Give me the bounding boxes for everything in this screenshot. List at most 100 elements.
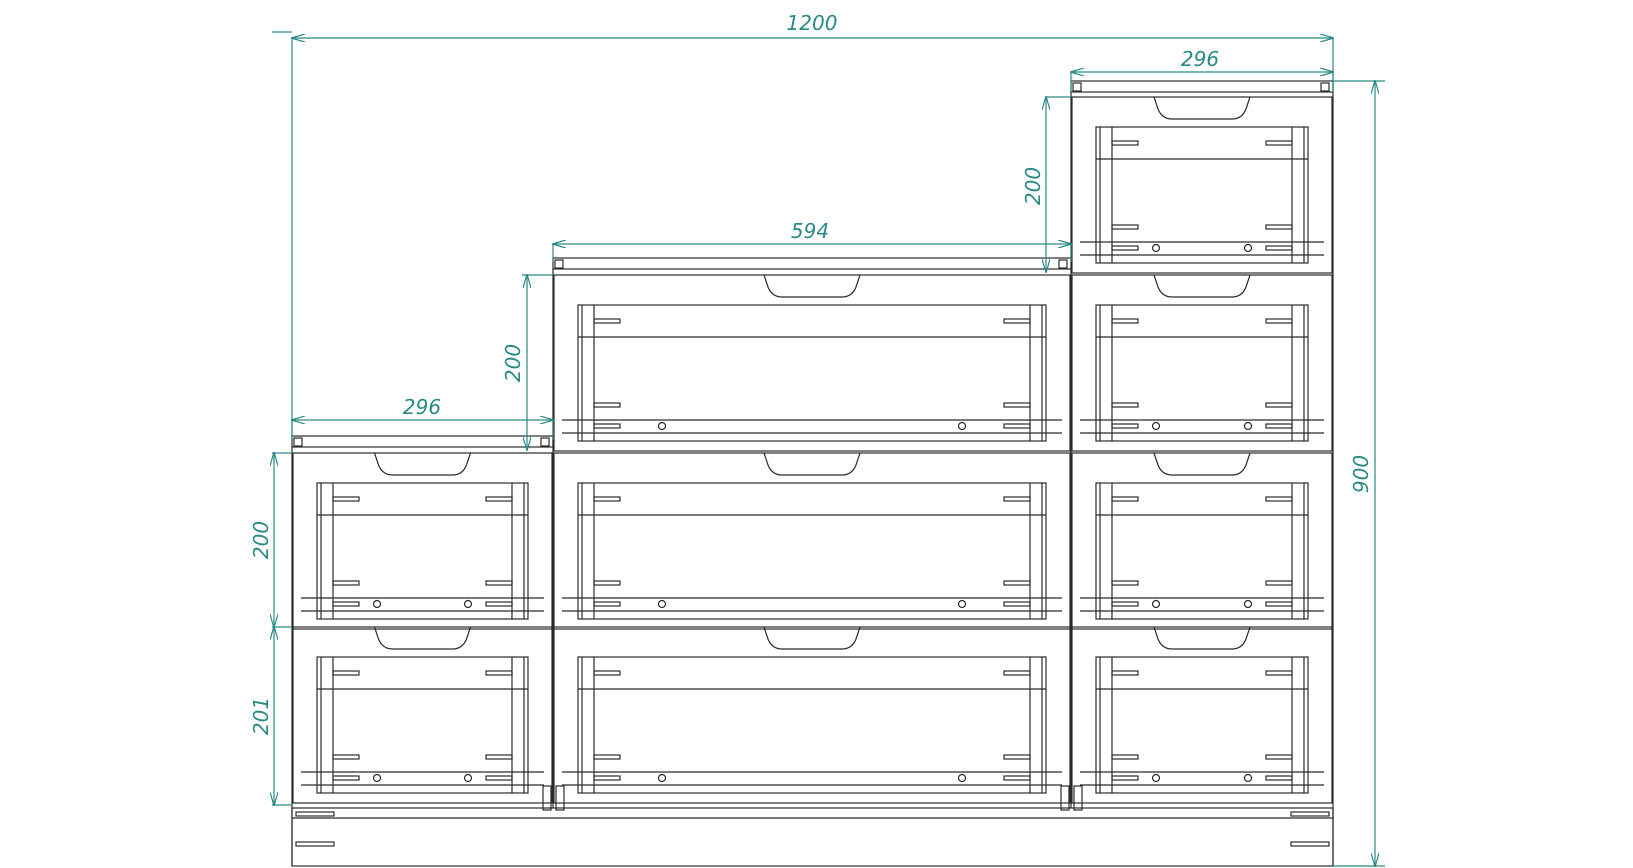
drawer-inner-box: [1095, 482, 1309, 620]
drawer-front: [1071, 626, 1333, 804]
label-right-step-height: 200: [1021, 167, 1045, 205]
drawer-runner-stub: [1111, 224, 1139, 230]
drawer-front: [553, 452, 1071, 630]
drawer-runner-stub: [1111, 601, 1139, 607]
cap-corner-block: [1320, 82, 1330, 92]
cap-corner-block: [540, 437, 550, 447]
drawer-runner-stub: [485, 670, 513, 676]
dimension-left-drawer-lower: 201: [249, 627, 292, 805]
leg-bracket: [1073, 785, 1083, 811]
drawer-runner-stub: [593, 318, 621, 324]
drawer-runner-stub: [332, 670, 360, 676]
drawer-runner-stub: [332, 496, 360, 502]
drawer-runner-stub: [485, 775, 513, 781]
drawer-handle-cutout: [1153, 96, 1251, 120]
dimension-left-step-height: 200: [501, 275, 553, 450]
dimension-overall-width: 1200: [272, 11, 1333, 440]
plinth-stub: [1290, 841, 1330, 847]
drawer-runner-stub: [332, 580, 360, 586]
drawer-runner-stub: [1111, 670, 1139, 676]
drawer-runner-stub: [1003, 402, 1031, 408]
cap-corner-block: [1058, 259, 1068, 269]
drawer-runner-stub: [1265, 224, 1293, 230]
drawer-front: [1071, 274, 1333, 452]
drawer-handle-cutout: [373, 626, 472, 650]
plinth-stub: [1290, 811, 1330, 817]
drawer-runner-stub: [593, 775, 621, 781]
drawer-runner-stub: [332, 754, 360, 760]
drawer-screw: [1243, 421, 1253, 431]
drawer-front: [553, 274, 1071, 452]
plinth-stub: [295, 841, 335, 847]
drawer-runner-stub: [1111, 140, 1139, 146]
drawer-screw: [372, 773, 382, 783]
drawer-runner-stub: [1003, 318, 1031, 324]
drawer-runner-stub: [593, 601, 621, 607]
dimension-right-step-height: 200: [1021, 97, 1071, 272]
cap-corner-block: [554, 259, 564, 269]
drawer-handle-cutout: [1153, 452, 1251, 476]
drawer-runner-stub: [1003, 601, 1031, 607]
drawer-runner-stub: [1003, 775, 1031, 781]
label-left-drawer-upper: 200: [249, 521, 273, 559]
drawer-runner-stub: [1111, 318, 1139, 324]
drawer-runner-stub: [1003, 580, 1031, 586]
label-overall-height: 900: [1349, 455, 1373, 493]
plinth-stub: [295, 811, 335, 817]
drawer-runner-stub: [1265, 402, 1293, 408]
drawer-front: [553, 626, 1071, 804]
drawer-runner-stub: [332, 601, 360, 607]
drawer-runner-stub: [485, 580, 513, 586]
drawer-runner-stub: [332, 775, 360, 781]
drawer-runner-stub: [485, 496, 513, 502]
drawer-inner-box: [577, 482, 1047, 620]
right-top-cap: [1070, 80, 1334, 93]
drawer-handle-cutout: [1153, 274, 1251, 298]
drawer-screw: [1151, 243, 1161, 253]
leg-bracket: [542, 785, 552, 811]
drawer-screw: [1243, 243, 1253, 253]
drawer-screw: [1151, 421, 1161, 431]
drawer-screw: [372, 599, 382, 609]
dimension-left-width: 296: [292, 395, 553, 440]
drawer-inner-box: [1095, 304, 1309, 442]
drawer-runner-stub: [1003, 754, 1031, 760]
drawer-runner-stub: [1265, 754, 1293, 760]
drawer-runner-stub: [1111, 775, 1139, 781]
drawer-runner-stub: [593, 496, 621, 502]
drawer-inner-box: [577, 304, 1047, 442]
drawer-runner-stub: [593, 402, 621, 408]
drawer-runner-stub: [1265, 580, 1293, 586]
leg-bracket: [1060, 785, 1070, 811]
drawer-inner-box: [316, 482, 529, 620]
drawer-screw: [957, 599, 967, 609]
drawer-runner-stub: [1111, 754, 1139, 760]
drawer-runner-stub: [593, 754, 621, 760]
dimension-middle-width: 594: [553, 219, 1071, 262]
drawer-screw: [463, 773, 473, 783]
drawer-runner-stub: [485, 601, 513, 607]
drawer-runner-stub: [1111, 245, 1139, 251]
drawer-inner-box: [577, 656, 1047, 794]
dimension-overall-height: 900: [1333, 81, 1385, 866]
drawer-screw: [657, 421, 667, 431]
drawer-handle-cutout: [763, 452, 861, 476]
label-left-width: 296: [403, 395, 441, 419]
drawer-front: [292, 452, 553, 630]
label-left-step-height: 200: [501, 344, 525, 382]
drawer-handle-cutout: [763, 274, 861, 298]
drawer-runner-stub: [1111, 496, 1139, 502]
dimension-lines: 1200 296 594 296 200: [249, 11, 1385, 866]
drawer-handle-cutout: [763, 626, 861, 650]
drawer-runner-stub: [1003, 423, 1031, 429]
drawer-handle-cutout: [1153, 626, 1251, 650]
drawer-runner-stub: [593, 580, 621, 586]
dimension-left-drawer-upper: 200: [249, 453, 292, 627]
drawer-screw: [1243, 599, 1253, 609]
drawer-front: [292, 626, 553, 804]
dresser-drawing: [291, 80, 1334, 867]
drawer-runner-stub: [1265, 670, 1293, 676]
leg-bracket: [555, 785, 565, 811]
drawer-screw: [1151, 773, 1161, 783]
middle-top-cap: [552, 257, 1072, 270]
